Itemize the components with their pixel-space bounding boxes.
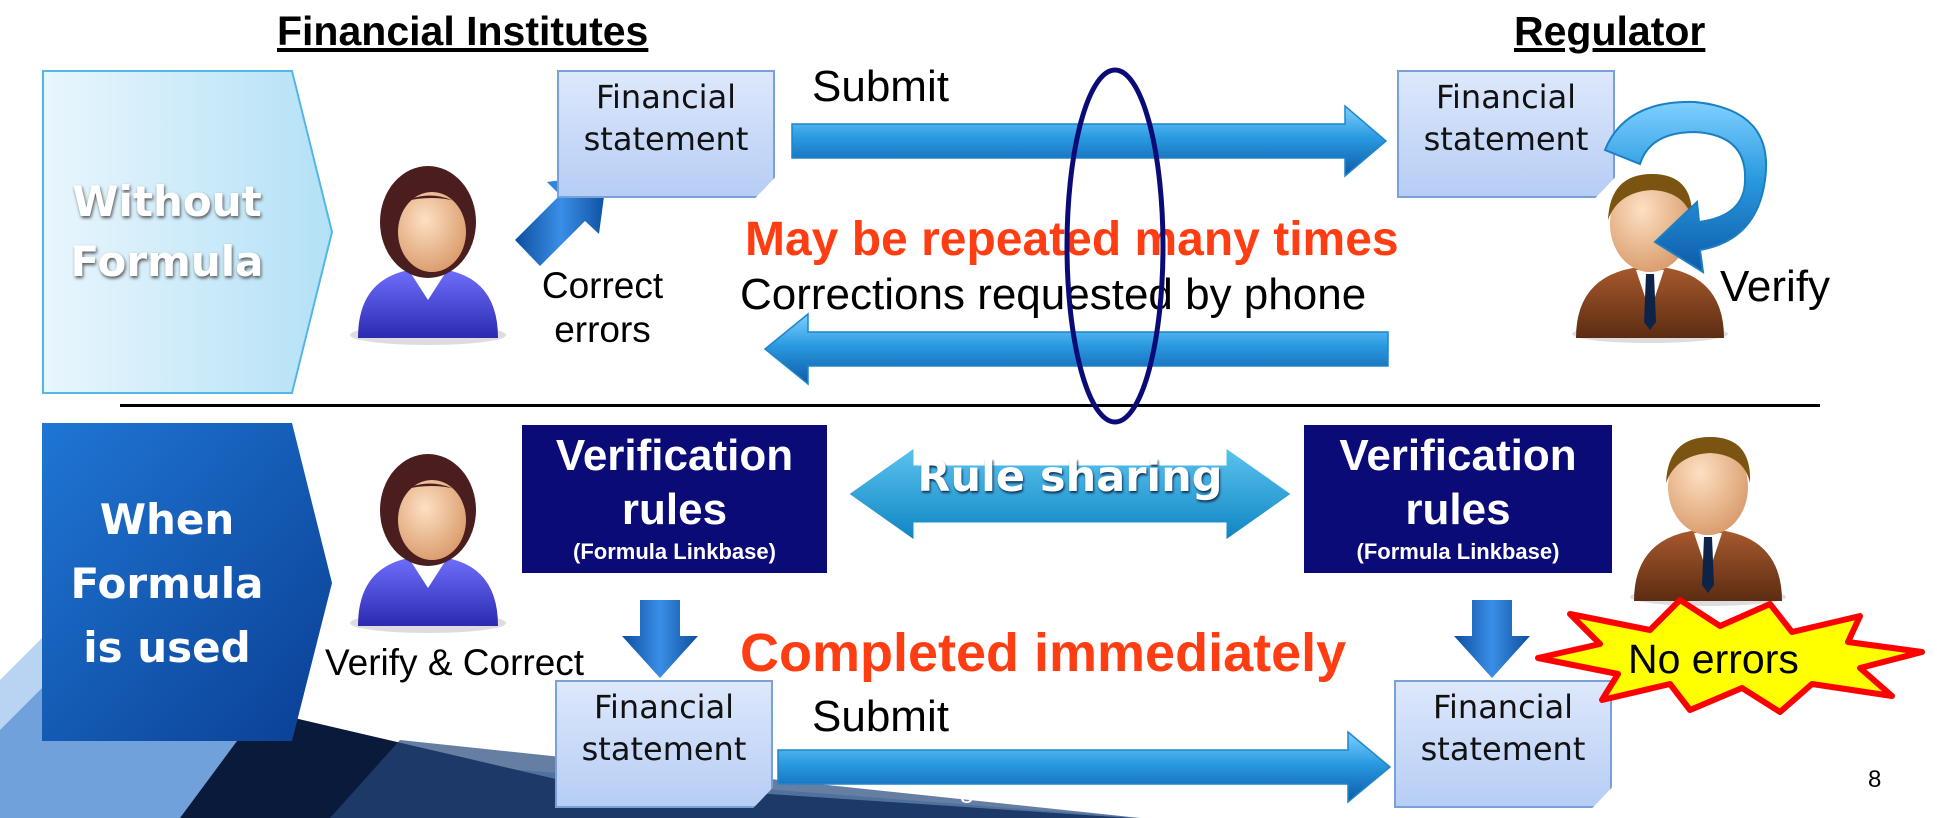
doc-line1: Financial <box>1435 78 1577 116</box>
correct-line2: errors <box>554 309 651 350</box>
corrections-text: Corrections requested by phone <box>740 270 1367 319</box>
when-label-line2: Formula <box>70 559 264 608</box>
submit-label-top: Submit <box>812 62 949 111</box>
doc-line1: Financial <box>593 688 735 726</box>
verification-rules-left: Verification rules (Formula Linkbase) <box>522 425 827 573</box>
rules-subtitle: (Formula Linkbase) <box>1356 539 1560 564</box>
reg-financial-statement-bottom: Financial statement <box>1394 680 1612 808</box>
correct-errors-text: Correct errors <box>530 264 675 352</box>
doc-line2: statement <box>581 730 747 768</box>
verify-correct-label: Verify & Correct <box>325 642 585 683</box>
rules-title-line1: Verification <box>555 431 794 480</box>
repeated-text: May be repeated many times <box>745 213 1399 266</box>
regulator-header: Regulator <box>1514 8 1706 54</box>
fi-financial-statement-bottom: Financial statement <box>555 680 773 808</box>
rules-title-line2: rules <box>621 485 728 534</box>
without-label-line1: Without <box>72 177 262 226</box>
doc-line1: Financial <box>595 78 737 116</box>
when-label-line3: is used <box>83 623 251 672</box>
no-errors-label: No errors <box>1628 636 1799 682</box>
rules-title-line2: rules <box>1405 485 1511 534</box>
correct-line1: Correct <box>541 265 664 306</box>
when-label-line1: When <box>99 495 235 544</box>
verification-rules-right: Verification rules (Formula Linkbase) <box>1304 425 1612 573</box>
submit-arrow-top <box>791 104 1388 178</box>
doc-line1: Financial <box>1432 688 1574 726</box>
doc-line2: statement <box>583 120 749 158</box>
person-male-icon <box>1572 174 1728 343</box>
reg-financial-statement-top: Financial statement <box>1397 70 1615 198</box>
verify-label: Verify <box>1720 262 1831 311</box>
when-formula-label: When Formula is used <box>42 488 292 680</box>
doc-line2: statement <box>1420 730 1586 768</box>
starburst-icon <box>1535 597 1925 715</box>
rules-subtitle: (Formula Linkbase) <box>573 539 776 564</box>
person-female-icon <box>350 166 506 345</box>
repeat-loop-ellipse <box>1064 67 1166 425</box>
page-number: 8 <box>1868 766 1882 793</box>
financial-institutes-header: Financial Institutes <box>277 8 649 54</box>
when-formula-tab <box>42 423 332 741</box>
down-arrow-left <box>622 600 698 678</box>
cycle-arrow-icon <box>1603 100 1768 274</box>
without-formula-tab <box>42 70 334 394</box>
small-mark: 8 <box>960 782 974 809</box>
rule-sharing-label: Rule sharing <box>917 452 1223 502</box>
person-male-icon <box>1630 437 1786 606</box>
rule-sharing-arrow <box>844 443 1296 545</box>
person-female-icon <box>350 454 506 633</box>
rules-title-line1: Verification <box>1339 431 1577 480</box>
down-arrow-right <box>1454 600 1530 678</box>
submit-arrow-bottom <box>777 730 1392 804</box>
section-divider <box>120 404 1820 407</box>
without-formula-label: Without Formula <box>42 172 292 292</box>
submit-label-bottom: Submit <box>812 692 949 741</box>
completed-text: Completed immediately <box>740 623 1347 683</box>
without-label-line2: Formula <box>70 237 264 286</box>
fi-financial-statement-top: Financial statement <box>557 70 775 198</box>
doc-line2: statement <box>1423 120 1589 158</box>
